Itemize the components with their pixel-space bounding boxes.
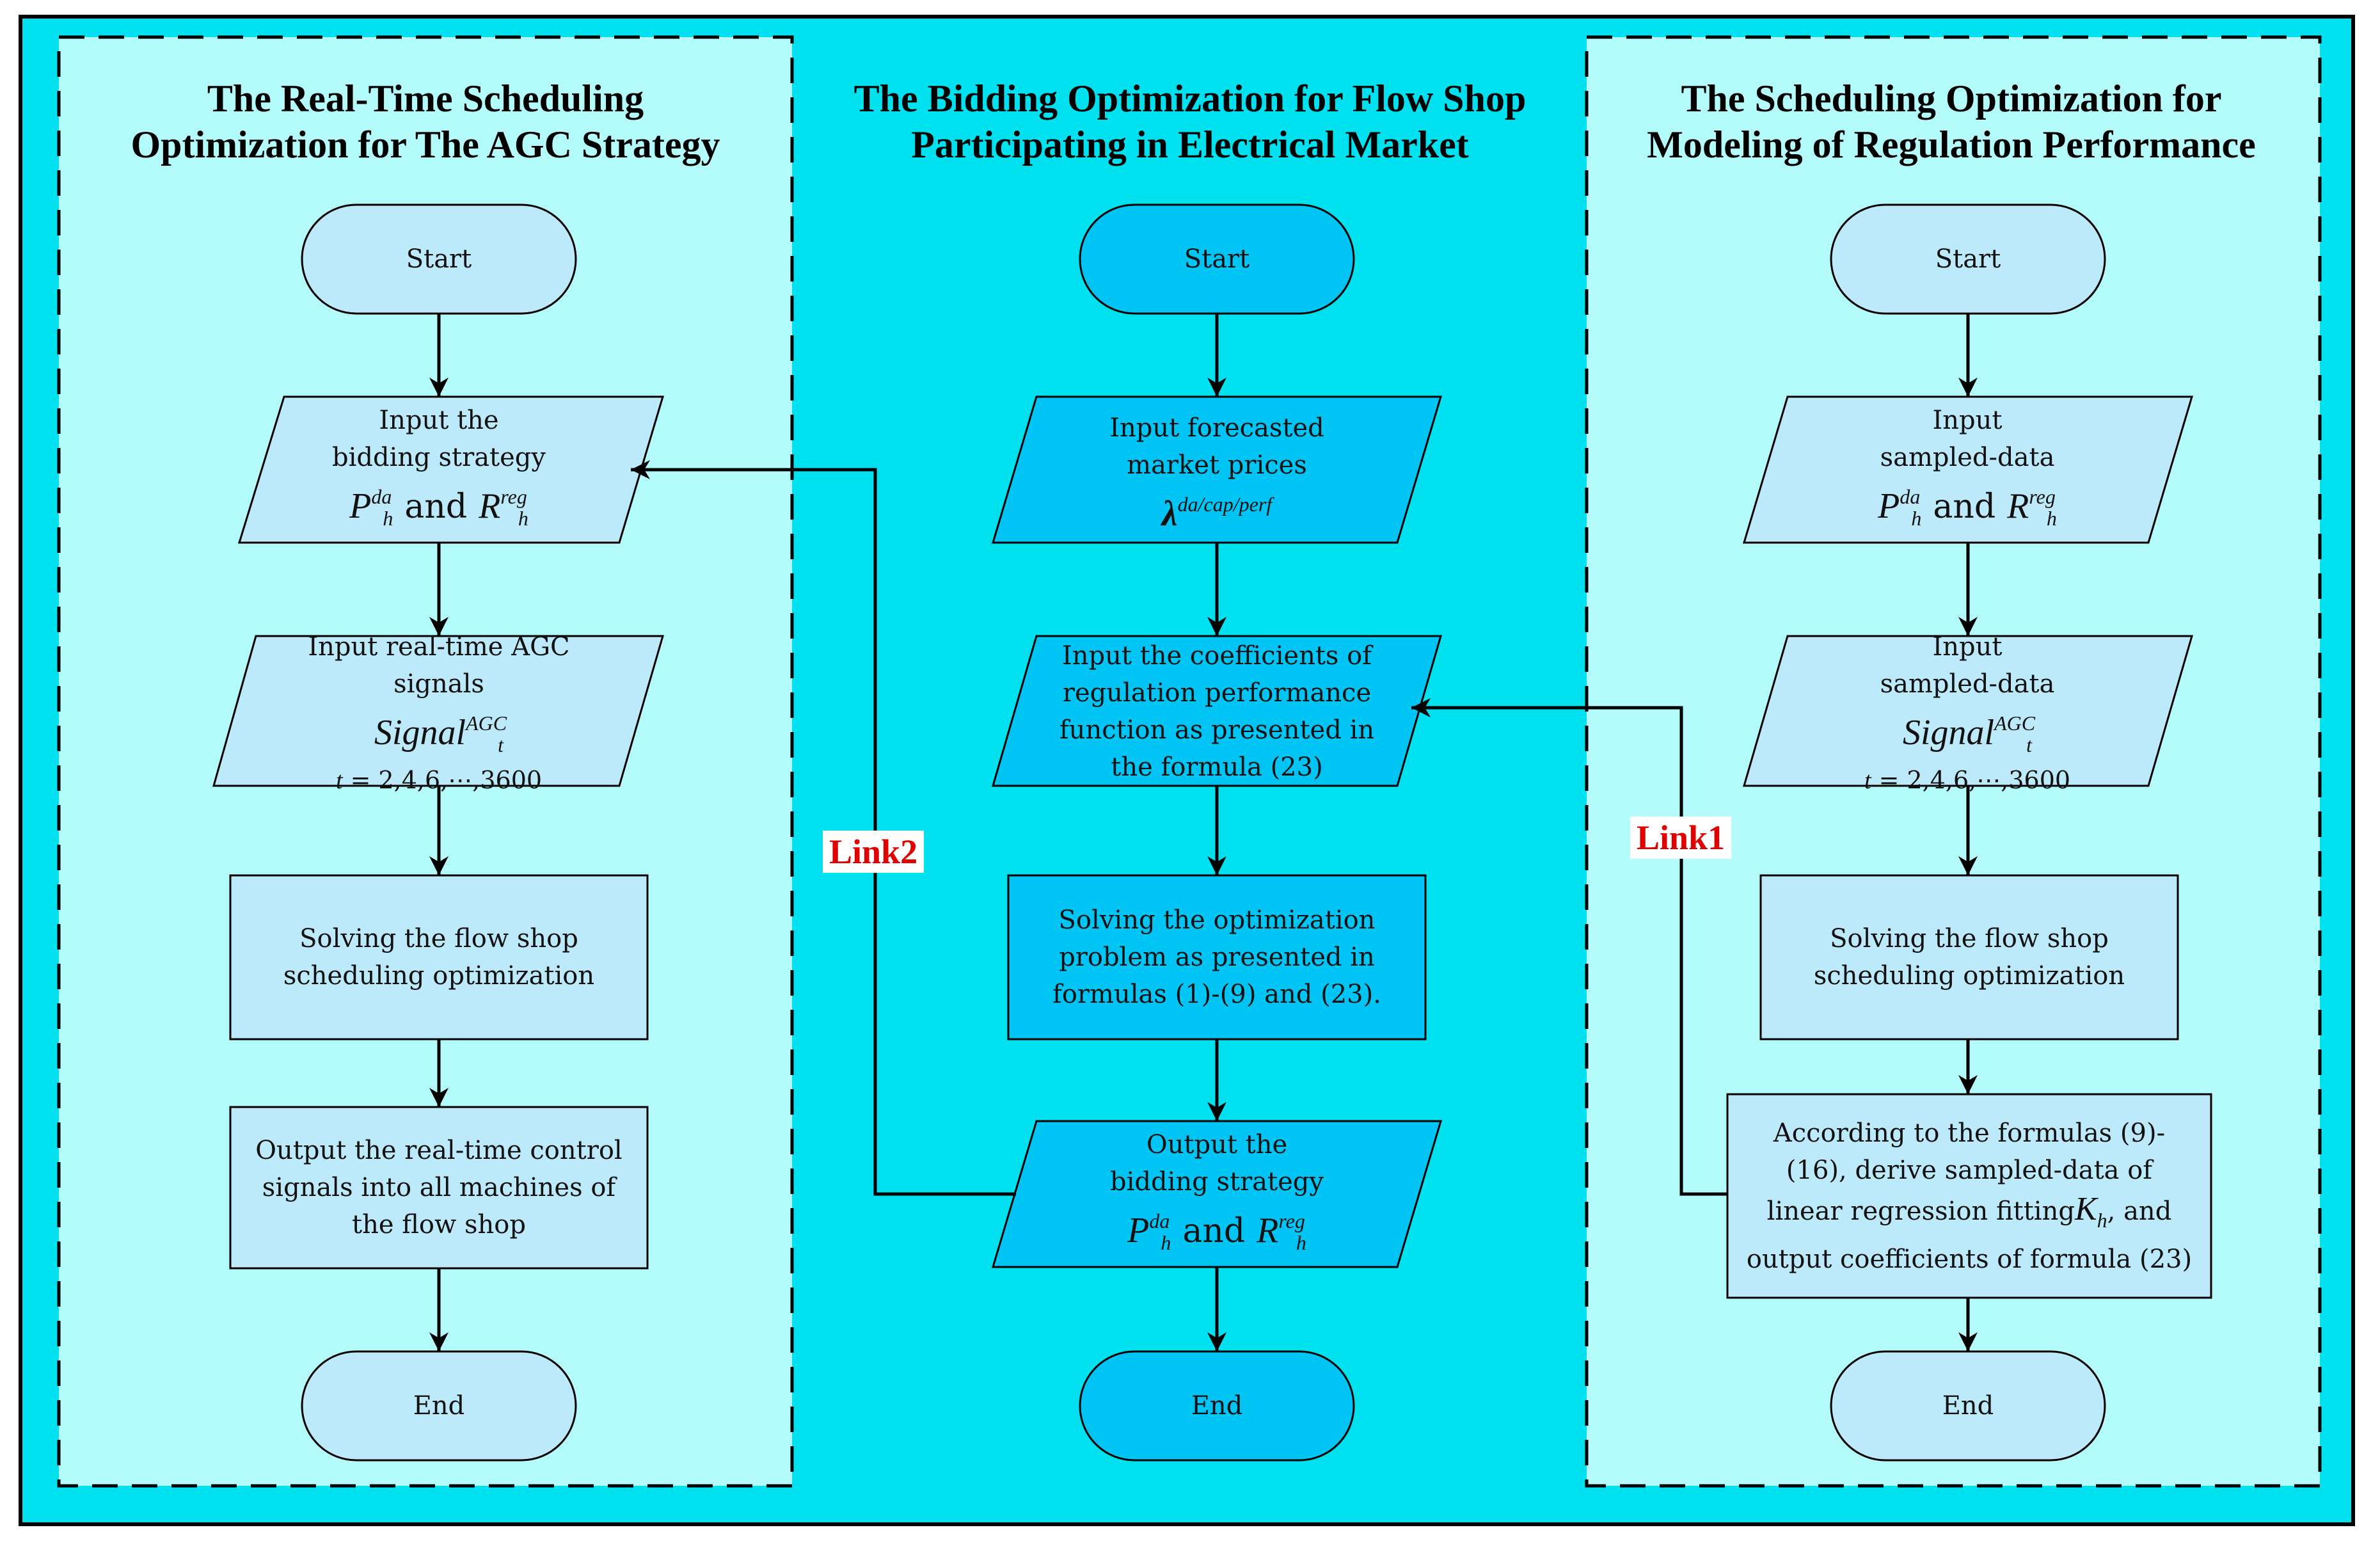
left-solve-process (229, 874, 649, 1040)
right-end-label: End (1831, 1351, 2105, 1460)
link1-connector (1411, 698, 1727, 1196)
left-output-line-1: Output the real-time control (255, 1136, 623, 1165)
middle-start-label: Start (1080, 205, 1354, 314)
right-panel-title: The Scheduling Optimization for Modeling… (1599, 76, 2303, 168)
middle-output-line-1: Output the (1146, 1130, 1288, 1160)
left-start-label: Start (302, 205, 576, 314)
middle-title-line-1: The Bidding Optimization for Flow Shop (853, 77, 1527, 120)
k-h-symbol: Kh (2074, 1190, 2107, 1232)
middle-output-line-2: bidding strategy (1109, 1167, 1324, 1197)
right-input-signal-line-2: sampled-data (1880, 669, 2055, 699)
right-input-signal-parallelogram (1743, 635, 2193, 787)
left-input-agc-line-2: signals (393, 669, 484, 699)
right-input-signal-label: Input sampled-data SignalAGCt t = 2,4,6,… (1779, 632, 2156, 794)
left-end-text: End (413, 1391, 465, 1421)
left-agc-formula: SignalAGCt (374, 711, 507, 756)
right-derive-line-4: output coefficients of formula (23) (1746, 1244, 2193, 1274)
middle-input-coef-line-3: function as presented in (1059, 715, 1375, 745)
middle-solve-label: Solving the optimization problem as pres… (1008, 875, 1425, 1039)
middle-input-coef-line-4: the formula (23) (1111, 753, 1323, 782)
middle-input-coef-parallelogram (992, 635, 1442, 787)
right-title-line-2: Modeling of Regulation Performance (1647, 124, 2256, 166)
link2-label: Link2 (823, 831, 924, 873)
middle-input-prices-parallelogram (991, 395, 1443, 544)
middle-end-label: End (1080, 1351, 1354, 1460)
left-panel-title: The Real-Time Scheduling Optimization fo… (83, 76, 768, 168)
left-input-agc-line-1: Input real-time AGC (308, 632, 570, 662)
right-signal-formula: SignalAGCt (1902, 711, 2036, 756)
right-title-line-1: The Scheduling Optimization for (1681, 77, 2222, 120)
left-title-line-1: The Real-Time Scheduling (207, 77, 644, 120)
right-derive-label: According to the formulas (9)- (16), der… (1727, 1094, 2211, 1298)
left-output-line-3: the flow shop (352, 1210, 526, 1239)
middle-input-prices-line-1: Input forecasted (1109, 413, 1324, 443)
left-agc-time-range: t = 2,4,6,⋯,3600 (335, 765, 543, 794)
right-start-text: Start (1935, 244, 2001, 274)
left-output-label: Output the real-time control signals int… (230, 1107, 647, 1268)
left-input-agc-label: Input real-time AGC signals SignalAGCt t… (256, 632, 622, 794)
middle-solve-line-3: formulas (1)-(9) and (23). (1052, 980, 1381, 1009)
right-input-signal-line-1: Input (1932, 632, 2003, 662)
left-input-bid-parallelogram (237, 395, 665, 544)
right-solve-label: Solving the flow shop scheduling optimiz… (1761, 875, 2178, 1039)
right-derive-line-1: According to the formulas (9)- (1773, 1118, 2166, 1148)
right-derive-line-2: (16), derive sampled-data of (1786, 1155, 2153, 1185)
middle-solve-line-1: Solving the optimization (1058, 905, 1376, 935)
left-start-text: Start (406, 244, 472, 274)
right-end-text: End (1942, 1391, 1994, 1421)
right-derive-process (1726, 1093, 2212, 1299)
left-output-line-2: signals into all machines of (262, 1173, 616, 1202)
middle-end-text: End (1191, 1391, 1243, 1421)
left-solve-line-1: Solving the flow shop (299, 924, 578, 953)
right-signal-time-range: t = 2,4,6,⋯,3600 (1864, 765, 2071, 794)
right-solve-process (1759, 874, 2179, 1040)
middle-input-coef-label: Input the coefficients of regulation per… (1024, 637, 1410, 786)
right-derive-line-3: linear regression fittingKh, and (1766, 1190, 2172, 1232)
left-end-label: End (302, 1351, 576, 1460)
right-input-p-parallelogram (1742, 395, 2194, 544)
right-start-label: Start (1831, 205, 2105, 314)
left-solve-label: Solving the flow shop scheduling optimiz… (230, 875, 647, 1039)
middle-title-line-2: Participating in Electrical Market (911, 124, 1469, 166)
right-solve-line-2: scheduling optimization (1813, 961, 2125, 991)
middle-solve-line-2: problem as presented in (1059, 943, 1375, 972)
middle-panel-title: The Bidding Optimization for Flow Shop P… (806, 76, 1574, 168)
left-solve-line-2: scheduling optimization (283, 961, 595, 991)
left-input-bid-line-2: bidding strategy (331, 443, 546, 472)
left-title-line-2: Optimization for The AGC Strategy (131, 124, 720, 166)
middle-solve-process (1007, 874, 1427, 1040)
left-output-process (229, 1106, 649, 1270)
link1-label: Link1 (1630, 817, 1732, 859)
middle-output-parallelogram (991, 1120, 1443, 1268)
middle-price-formula: λda/cap/perf (1161, 492, 1273, 534)
middle-start-text: Start (1184, 244, 1250, 274)
middle-input-prices-line-2: market prices (1127, 450, 1307, 480)
right-input-p-line-1: Input (1932, 406, 2003, 435)
left-input-bid-line-1: Input the (379, 406, 499, 435)
middle-input-prices-label: Input forecasted market prices λda/cap/p… (1024, 403, 1410, 540)
middle-input-coef-line-1: Input the coefficients of (1061, 641, 1372, 671)
right-input-p-line-2: sampled-data (1880, 443, 2055, 472)
right-solve-line-1: Solving the flow shop (1830, 924, 2109, 953)
middle-input-coef-line-2: regulation performance (1062, 678, 1372, 708)
left-input-agc-parallelogram (212, 635, 664, 787)
